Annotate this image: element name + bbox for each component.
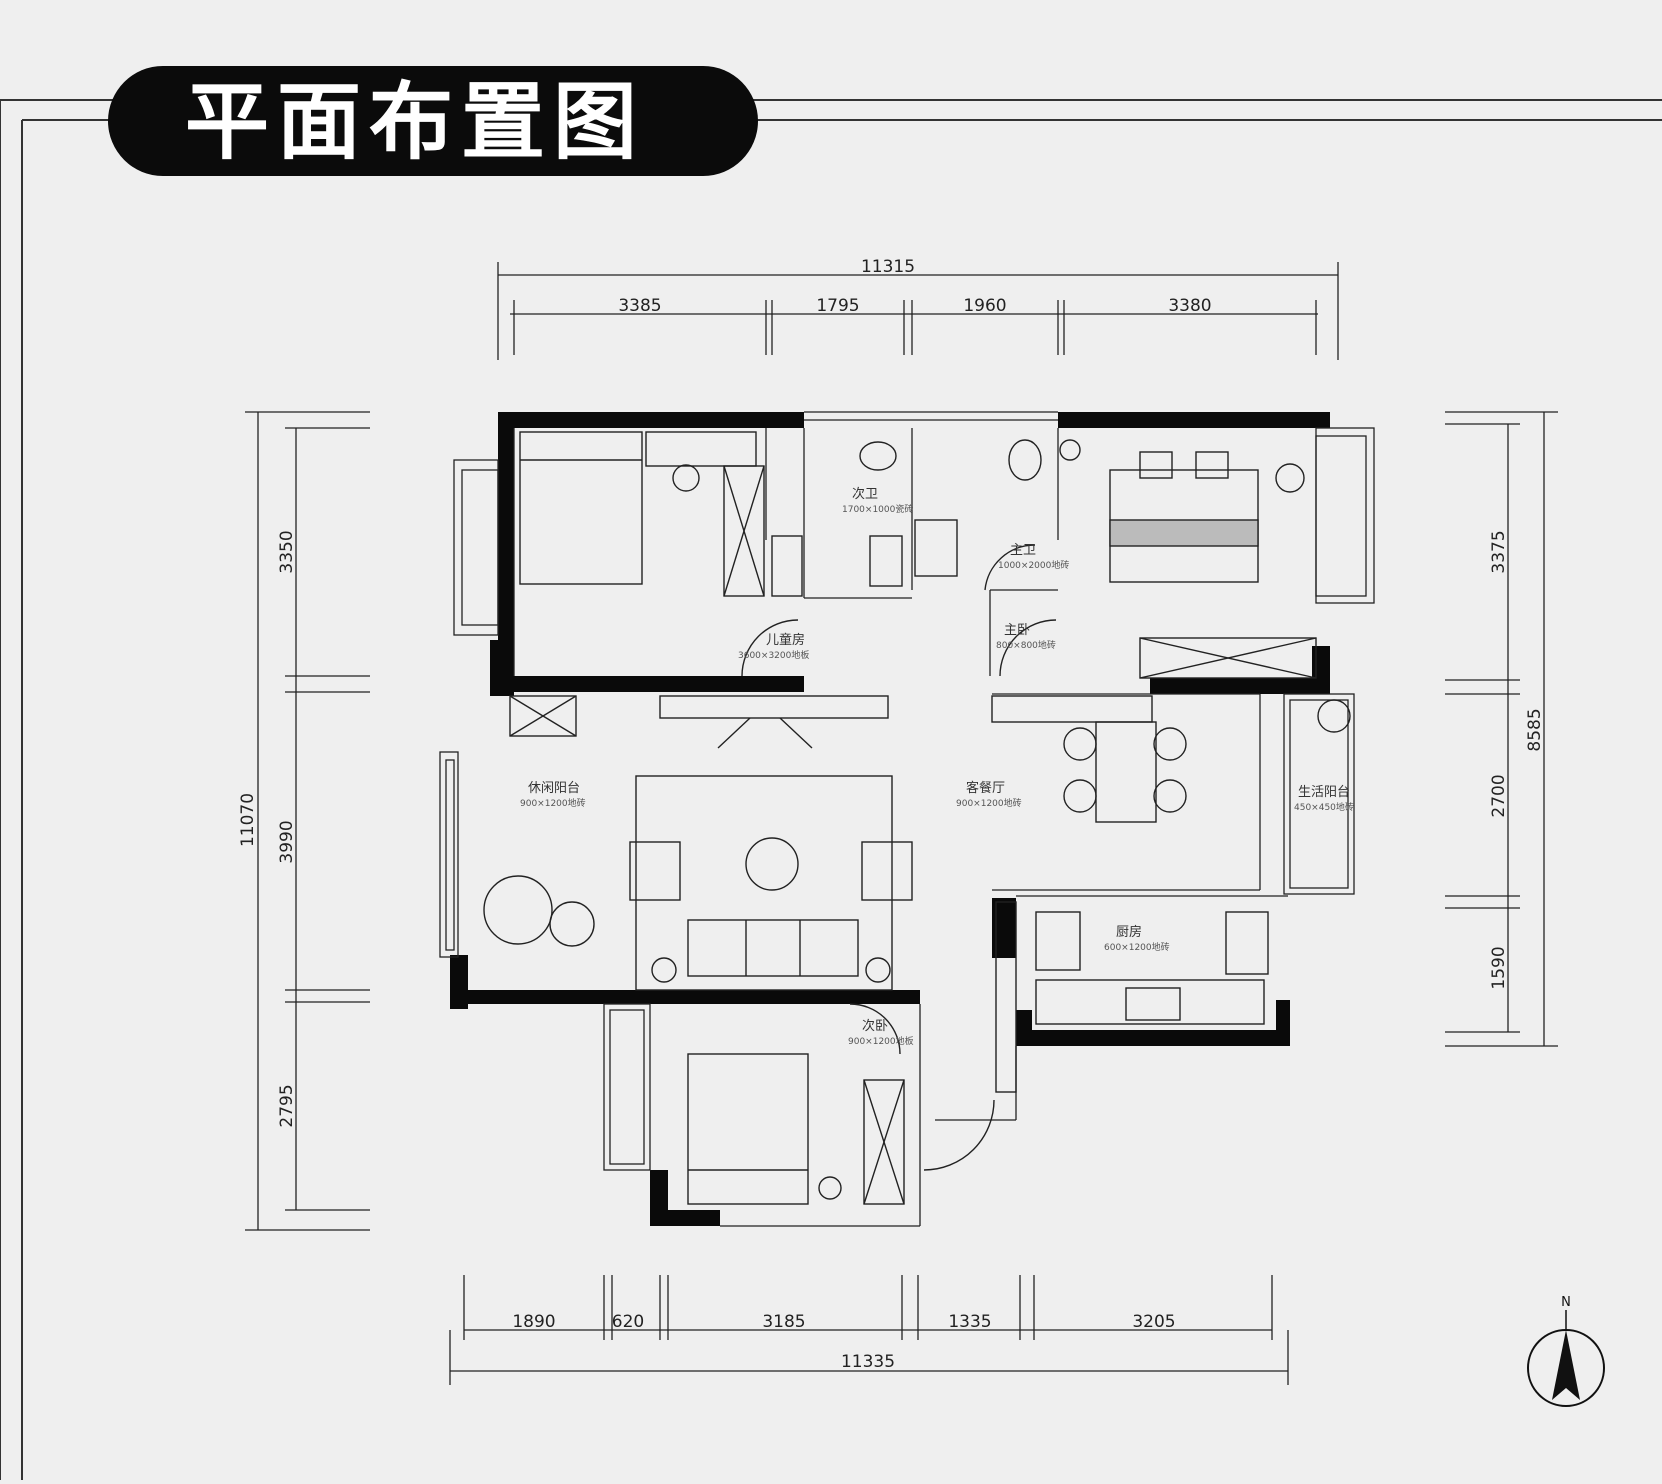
room-master-bath-name: 主卫 bbox=[1010, 543, 1036, 558]
dim-top-2: 1795 bbox=[816, 296, 859, 316]
dim-top-total: 11315 bbox=[861, 257, 915, 277]
room-master-bedroom-name: 主卧 bbox=[1004, 623, 1030, 638]
dim-right-total: 8585 bbox=[1525, 708, 1545, 751]
dim-bottom-2: 620 bbox=[612, 1312, 644, 1332]
compass-north-label: N bbox=[1561, 1295, 1571, 1310]
walls bbox=[450, 412, 1330, 1226]
dim-bottom-total: 11335 bbox=[841, 1352, 895, 1372]
north-compass-icon: N bbox=[1527, 1295, 1605, 1407]
room-master-bath-size: 1000×2000地砖 bbox=[998, 559, 1069, 571]
room-leisure-balcony-size: 900×1200地砖 bbox=[520, 797, 586, 809]
room-kids-size: 3600×3200地板 bbox=[738, 649, 809, 661]
room-leisure-balcony-name: 休闲阳台 bbox=[528, 781, 580, 796]
room-master-bedroom-size: 800×800地砖 bbox=[996, 639, 1056, 651]
room-second-bedroom-name: 次卧 bbox=[862, 1018, 888, 1034]
room-second-bedroom-size: 900×1200地板 bbox=[848, 1035, 914, 1047]
title-banner bbox=[108, 66, 758, 176]
room-labels: 儿童房 3600×3200地板 次卫 1700×1000瓷砖 主卫 1000×2… bbox=[520, 486, 1354, 1047]
room-kitchen-name: 厨房 bbox=[1116, 924, 1142, 940]
dim-left-total: 11070 bbox=[238, 793, 258, 847]
dim-top-3: 1960 bbox=[963, 296, 1006, 316]
room-service-balcony-name: 生活阳台 bbox=[1298, 785, 1350, 800]
dim-top-1: 3385 bbox=[618, 296, 661, 316]
dim-left-1: 3350 bbox=[277, 530, 297, 573]
dim-bottom-5: 3205 bbox=[1132, 1312, 1175, 1332]
furniture bbox=[483, 431, 1351, 1205]
room-kitchen-size: 600×1200地砖 bbox=[1104, 941, 1170, 953]
dim-bottom-4: 1335 bbox=[948, 1312, 991, 1332]
room-service-balcony-size: 450×450地砖 bbox=[1294, 801, 1354, 813]
dimension-labels: 11315 3385 1795 1960 3380 11070 3350 399… bbox=[238, 257, 1545, 1372]
dim-top-4: 3380 bbox=[1168, 296, 1211, 316]
dim-left-3: 2795 bbox=[277, 1084, 297, 1127]
dim-left-2: 3990 bbox=[277, 820, 297, 863]
room-living-dining-size: 900×1200地砖 bbox=[956, 797, 1022, 809]
dim-right-1: 3375 bbox=[1489, 530, 1509, 573]
dim-bottom-1: 1890 bbox=[512, 1312, 555, 1332]
thin-walls bbox=[439, 411, 1375, 1227]
room-guest-bath-name: 次卫 bbox=[852, 486, 878, 502]
room-guest-bath-size: 1700×1000瓷砖 bbox=[842, 503, 913, 515]
dimension-lines bbox=[245, 262, 1558, 1385]
dim-right-2: 2700 bbox=[1489, 774, 1509, 817]
room-living-dining-name: 客餐厅 bbox=[966, 780, 1005, 796]
dim-right-3: 1590 bbox=[1489, 946, 1509, 989]
room-kids-name: 儿童房 bbox=[766, 632, 805, 648]
dim-bottom-3: 3185 bbox=[762, 1312, 805, 1332]
page-title: 平面布置图 bbox=[185, 73, 646, 171]
page-frame bbox=[0, 99, 1662, 1480]
